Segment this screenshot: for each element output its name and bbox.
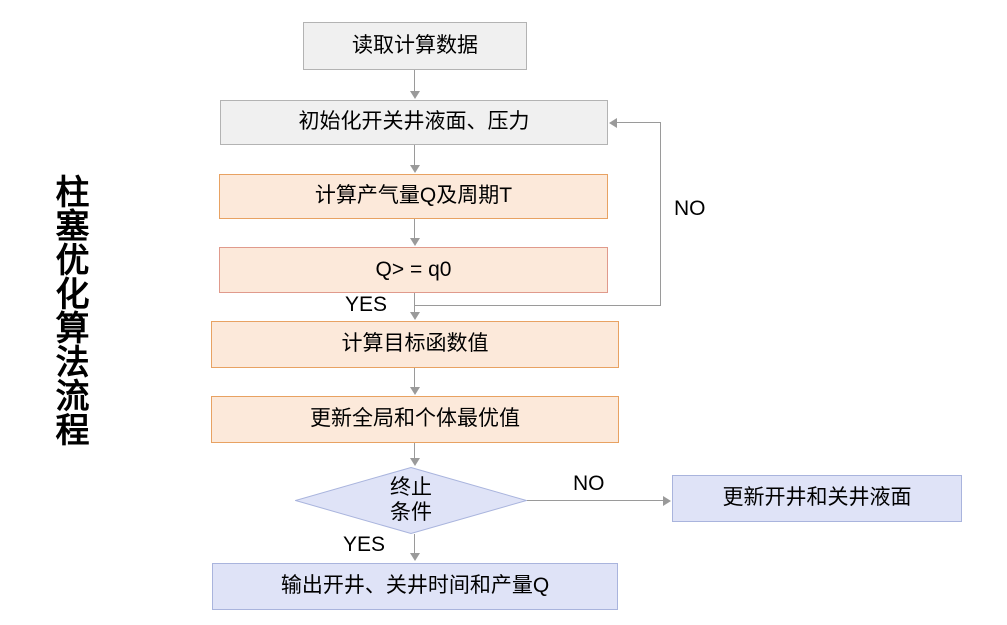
diamond-shape-icon bbox=[295, 467, 527, 534]
node-termination-condition-label: 终止 条件 bbox=[390, 476, 432, 524]
connector-no-loop-vertical bbox=[660, 122, 661, 306]
connector-diamond-no-to-update-levels bbox=[527, 500, 664, 501]
arrowhead-calc-to-condition-icon bbox=[410, 238, 420, 246]
connector-calc-to-condition bbox=[414, 219, 415, 239]
node-termination-condition[interactable]: 终止 条件 bbox=[295, 467, 527, 534]
arrowhead-objective-to-update-icon bbox=[410, 387, 420, 395]
node-objective-function[interactable]: 计算目标函数值 bbox=[211, 321, 619, 368]
connector-condition-yes-to-objective bbox=[414, 293, 415, 313]
connector-read-to-init bbox=[414, 70, 415, 92]
arrowhead-condition-yes-icon bbox=[410, 312, 420, 320]
node-output-result[interactable]: 输出开井、关井时间和产量Q bbox=[212, 563, 618, 610]
connector-no-loop-horizontal-top bbox=[617, 122, 661, 123]
node-condition-q-ge-q0[interactable]: Q> = q0 bbox=[219, 247, 608, 293]
edge-label-yes-condition: YES bbox=[345, 293, 388, 316]
arrowhead-read-to-init-icon bbox=[410, 91, 420, 99]
connector-update-to-diamond bbox=[414, 443, 415, 459]
arrowhead-diamond-no-icon bbox=[663, 496, 671, 506]
node-update-global-personal-best[interactable]: 更新全局和个体最优值 bbox=[211, 396, 619, 443]
node-calc-gas-and-cycle[interactable]: 计算产气量Q及周期T bbox=[219, 174, 608, 219]
connector-objective-to-update bbox=[414, 368, 415, 388]
node-read-data[interactable]: 读取计算数据 bbox=[303, 22, 527, 70]
connector-no-loop-horizontal-bottom bbox=[414, 305, 661, 306]
node-update-well-levels[interactable]: 更新开井和关井液面 bbox=[672, 475, 962, 522]
arrowhead-no-loop-to-init-icon bbox=[609, 118, 617, 128]
connector-diamond-yes-to-output bbox=[414, 534, 415, 554]
arrowhead-init-to-calc-icon bbox=[410, 165, 420, 173]
arrowhead-diamond-yes-icon bbox=[410, 553, 420, 561]
connector-init-to-calc bbox=[414, 145, 415, 166]
edge-label-no-terminate: NO bbox=[573, 472, 605, 495]
edge-label-yes-terminate: YES bbox=[343, 533, 386, 556]
node-initialize[interactable]: 初始化开关井液面、压力 bbox=[220, 100, 608, 145]
arrowhead-update-to-diamond-icon bbox=[410, 458, 420, 466]
edge-label-no-loop: NO bbox=[674, 197, 706, 220]
chart-vertical-title: 柱塞优化算法流程 bbox=[50, 174, 88, 446]
